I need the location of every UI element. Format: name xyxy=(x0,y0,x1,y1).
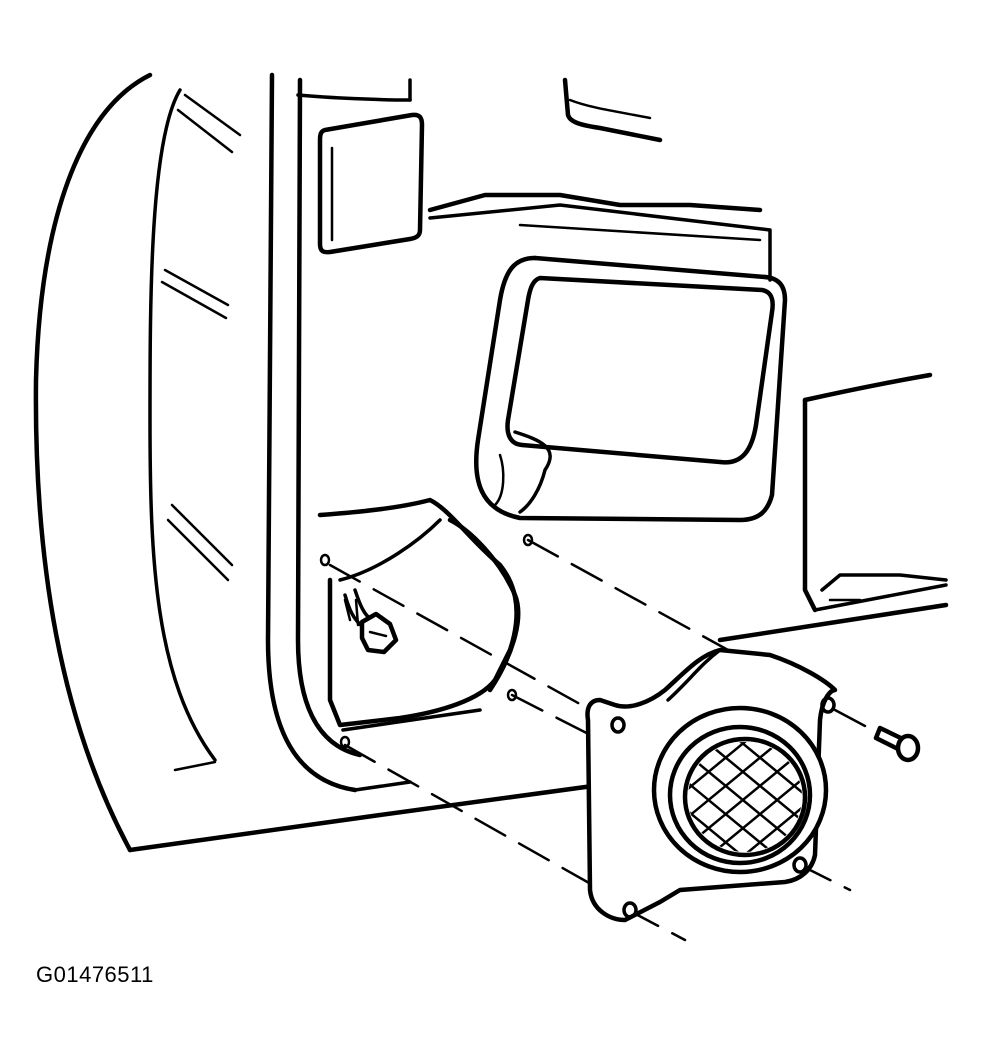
door-frame-edge xyxy=(265,72,412,793)
armrest-handle xyxy=(473,255,788,523)
right-console xyxy=(717,372,949,643)
mesh-grille xyxy=(688,742,802,852)
speaker-cavity xyxy=(317,497,521,732)
outlet-assembly xyxy=(585,647,838,923)
mounting-holes xyxy=(319,533,534,749)
fastener-screw xyxy=(833,708,921,763)
outer-panel-shell xyxy=(33,72,603,853)
upper-trim-ledge xyxy=(427,77,772,282)
wire-connector xyxy=(343,588,399,655)
alignment-lines xyxy=(328,538,852,942)
figure-id-label: G01476511 xyxy=(36,962,154,987)
upper-vent-panel xyxy=(317,112,425,255)
